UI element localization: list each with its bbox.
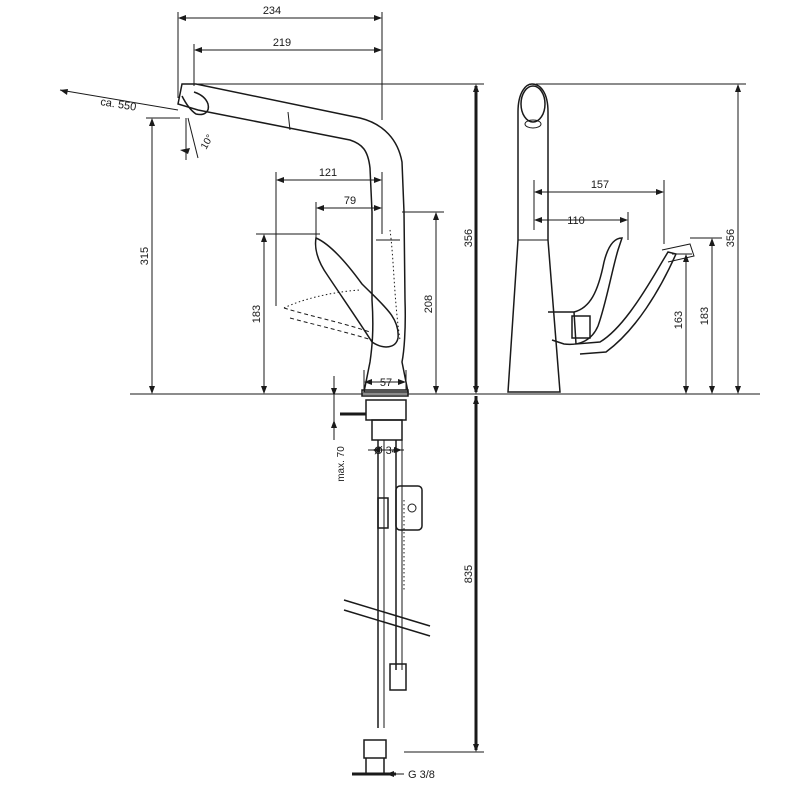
handle-swing-dashed-2: [289, 317, 373, 341]
quick-connector: [395, 485, 423, 531]
spout-seam: [287, 111, 291, 131]
side-view: 157 110 163 183 356: [507, 83, 746, 394]
connector-screw: [407, 503, 417, 513]
dim-10deg: 10°: [199, 133, 216, 152]
dim-dia34: Ø 34: [374, 445, 398, 457]
fixing-shank: [371, 419, 403, 441]
side-lever-block: [571, 315, 591, 339]
dim-315: 315: [139, 247, 151, 265]
dim-183-front: 183: [251, 305, 263, 323]
dim-183-side: 183: [699, 307, 711, 325]
dim-max70: max. 70: [336, 446, 347, 482]
side-spout-tip: [520, 85, 546, 123]
dim-356-front: 356: [463, 229, 475, 247]
dim-208: 208: [423, 295, 435, 313]
break-line-1: [343, 599, 431, 627]
spout-aerator: [181, 91, 210, 116]
dim-157: 157: [591, 179, 609, 191]
side-body-outline: [507, 83, 561, 393]
hose-fitting-lower: [389, 663, 407, 691]
side-aerator: [524, 119, 542, 129]
bottom-connector: [363, 739, 387, 759]
break-line-2: [343, 609, 431, 637]
dim-121: 121: [319, 167, 337, 179]
dim-835: 835: [463, 565, 475, 583]
dim-163: 163: [673, 311, 685, 329]
dim-g38: G 3/8: [408, 769, 435, 781]
handle-swing-dashed: [283, 307, 371, 333]
neck-dotted: [389, 229, 401, 341]
dim-79: 79: [344, 195, 356, 207]
dim-57: 57: [380, 377, 392, 389]
lever-handle: [314, 236, 399, 348]
hose-fitting-upper: [377, 497, 389, 529]
side-lever-front: [573, 251, 678, 355]
dim-110: 110: [567, 215, 585, 227]
mounting-nut: [365, 399, 407, 421]
handle-arc-dotted: [283, 289, 361, 309]
dim-219: 219: [273, 37, 291, 49]
front-view: 234 219 ca. 550 10° 315 121 79: [59, 5, 760, 781]
dim-356-side: 356: [725, 229, 737, 247]
side-lever-top: [661, 243, 695, 263]
dim-ca550: ca. 550: [100, 96, 138, 113]
dim-234: 234: [263, 5, 281, 17]
faucet-body-outline: [177, 83, 409, 393]
side-lever: [548, 237, 624, 346]
base-plate: [361, 389, 409, 397]
